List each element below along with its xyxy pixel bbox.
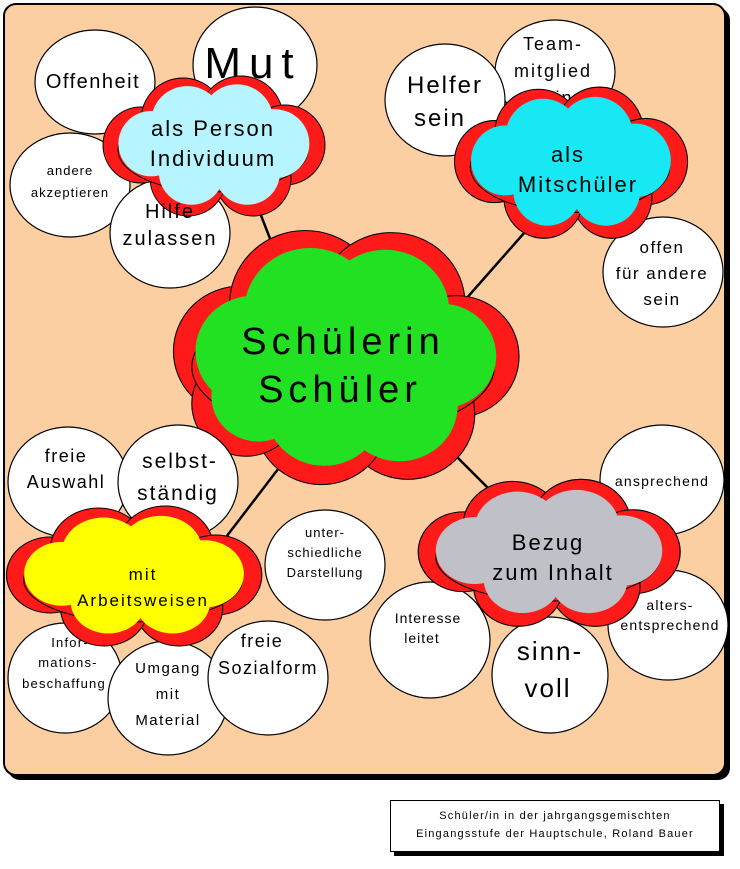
arbeitsweisen-cloud-line1: mit xyxy=(129,565,158,584)
alters-line1: alters- xyxy=(646,597,693,613)
darstellung-line2: schiedliche xyxy=(287,545,362,560)
hilfe-line1: Hilfe xyxy=(145,201,195,223)
team-line1: Team- xyxy=(523,34,583,54)
caption-box: Schüler/in in der jahrgangsgemischten Ei… xyxy=(390,800,720,852)
connector-arbeitsweisen xyxy=(219,459,286,546)
offen-line1: offen xyxy=(639,238,684,257)
interesse-line1: Interesse xyxy=(395,610,462,626)
info-line3: beschaffung xyxy=(22,676,106,691)
person-cloud-line1: als Person xyxy=(151,116,275,141)
freie-auswahl-line1: freie xyxy=(45,446,88,466)
mitschueler-cloud-line2: Mitschüler xyxy=(518,172,638,197)
hilfe-line2: zulassen xyxy=(123,228,218,250)
bubble-interesse xyxy=(369,581,491,699)
offenheit-label: Offenheit xyxy=(46,71,140,93)
umgang-line3: Material xyxy=(135,712,200,729)
offen-line2: für andere xyxy=(616,264,709,283)
umgang-line2: mit xyxy=(156,686,181,703)
bubble-offenheit xyxy=(34,29,156,135)
person-cloud-line2: Individuum xyxy=(150,146,276,171)
bubble-darstellung xyxy=(264,509,386,621)
bubble-sinnvoll xyxy=(491,616,609,734)
interesse-line2: leitet xyxy=(404,630,440,646)
freie-auswahl-line2: Auswahl xyxy=(27,472,106,492)
center-line2: Schüler xyxy=(258,369,422,411)
sozialform-line2: Sozialform xyxy=(218,658,318,678)
selbst-line2: ständig xyxy=(137,482,219,505)
info-line2: mations- xyxy=(38,655,97,670)
sinnvoll-line1: sinn- xyxy=(517,636,583,666)
helfer-line1: Helfer xyxy=(407,72,483,99)
bubble-sozialform xyxy=(207,620,329,736)
umgang-line1: Umgang xyxy=(135,660,201,677)
arbeitsweisen-group xyxy=(7,424,386,756)
sinnvoll-line2: voll xyxy=(524,673,571,703)
sozialform-line1: freie xyxy=(241,631,284,651)
alters-line2: entsprechend xyxy=(620,617,719,633)
mitschueler-cloud-line1: als xyxy=(551,142,585,167)
selbst-line1: selbst- xyxy=(142,450,218,473)
andere-line2: akzeptieren xyxy=(31,185,109,200)
caption-line1: Schüler/in in der jahrgangsgemischten xyxy=(439,810,671,822)
ansprechend-label: ansprechend xyxy=(615,473,709,489)
bubble-andere-akzeptieren xyxy=(9,132,131,238)
andere-line1: andere xyxy=(47,163,93,178)
helfer-line2: sein xyxy=(414,105,466,132)
center-line1: Schülerin xyxy=(241,321,444,363)
darstellung-line1: unter- xyxy=(305,525,345,540)
info-line1: Infor- xyxy=(51,635,89,650)
team-line2: mitglied xyxy=(514,61,592,81)
arbeitsweisen-cloud-line2: Arbeitsweisen xyxy=(77,591,209,610)
bezug-cloud-line1: Bezug xyxy=(512,530,584,555)
bezug-cloud-line2: zum Inhalt xyxy=(492,560,614,585)
bubble-offen xyxy=(602,216,724,328)
caption-line2: Eingangsstufe der Hauptschule, Roland Ba… xyxy=(416,828,694,840)
offen-line3: sein xyxy=(643,290,680,309)
darstellung-line3: Darstellung xyxy=(287,565,364,580)
